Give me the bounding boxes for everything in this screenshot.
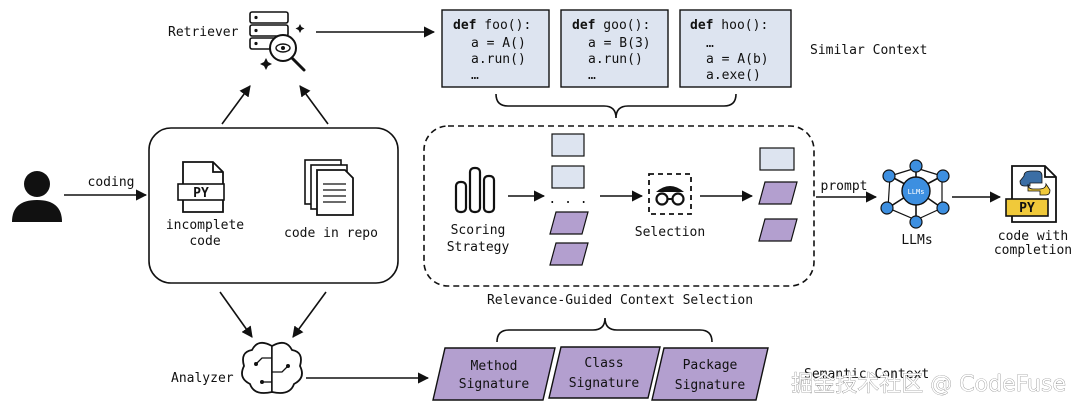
bar-chart-icon [454,166,496,214]
code-box-goo-line1: a = B(3) [588,36,651,51]
incomplete-label-line1: incomplete [166,218,244,233]
package-signature-box: Package Signature [651,347,769,401]
candidate-light-1 [551,133,585,157]
llms-label: LLMs [901,233,932,248]
python-logo-file-icon: PY [1005,165,1057,223]
input-to-retriever-arrow-left [221,85,251,125]
candidate-light-2 [551,165,585,189]
selected-purple-1 [758,181,798,205]
class-signature-box: Class Signature [548,346,661,399]
repo-label: code in repo [284,226,378,241]
code-box-hoo: def hoo(): … a = A(b) a.exe() [679,9,792,88]
svg-text:def foo():: def foo(): [453,18,531,33]
code-box-foo-head: foo(): [476,18,531,33]
input-to-analyzer-arrow-right [292,291,327,338]
scoring-label-line1: Scoring [451,223,506,238]
semantic-context-label: Semantic Context [804,367,929,382]
incognito-glasses-icon [648,173,692,215]
class-signature-line2: Signature [569,376,640,391]
code-box-goo: def goo(): a = B(3) a.run() … [560,9,669,88]
method-signature-line2: Signature [459,377,530,392]
user-icon [12,171,62,222]
prompt-label: prompt [821,179,868,194]
candidate-purple-1 [549,211,589,235]
relevance-selection-box [423,125,815,287]
brain-circuit-icon [241,341,303,394]
package-signature-line1: Package [683,358,738,373]
output-py-text: PY [1019,201,1035,216]
py-badge-text: PY [193,186,209,201]
analyzer-label: Analyzer [171,371,234,386]
code-box-goo-head: goo(): [595,18,650,33]
svg-text:def goo():: def goo(): [572,18,650,33]
input-to-retriever-arrow-right [299,85,329,125]
code-box-hoo-line2: a = A(b) [706,52,769,67]
code-box-hoo-line1: … [706,36,714,51]
network-hub-icon: LLMs [880,159,950,229]
code-box-goo-line2: a.run() [588,52,643,67]
code-box-hoo-head: hoo(): [713,18,768,33]
coding-label: coding [88,175,135,190]
selected-light-1 [759,147,795,171]
code-box-hoo-line3: a.exe() [706,68,761,83]
incomplete-label-line2: code [189,234,220,249]
output-label-line2: completion [994,243,1072,258]
selection-label: Selection [635,225,705,240]
method-signature-line1: Method [471,359,518,374]
code-box-foo-line2: a.run() [471,52,526,67]
code-box-foo-line1: a = A() [471,36,526,51]
code-box-goo-line3: … [588,68,596,83]
output-label-line1: code with [998,229,1068,244]
watermark-text: 掘金技术社区 @ CodeFuse [791,372,1066,397]
package-signature-line2: Signature [675,378,746,393]
semantic-context-brace [496,317,713,343]
similar-context-brace [495,93,737,119]
selected-purple-2 [758,218,798,242]
code-box-foo: def foo(): a = A() a.run() … [441,9,550,88]
candidate-purple-2 [549,242,589,266]
candidate-ellipsis: . . . [548,192,587,207]
retriever-label: Retriever [168,25,239,40]
similar-context-label: Similar Context [810,43,927,58]
code-box-foo-kw: def [453,18,476,33]
input-box [148,127,399,284]
server-search-icon [249,11,306,72]
code-box-goo-kw: def [572,18,595,33]
relevance-label: Relevance-Guided Context Selection [487,293,753,308]
document-stack-icon [304,159,354,216]
scoring-label-line2: Strategy [447,240,510,255]
llm-hub-text: LLMs [908,188,925,196]
input-to-analyzer-arrow-left [219,291,253,338]
code-box-foo-line3: … [471,68,479,83]
code-box-hoo-kw: def [690,18,713,33]
python-file-icon: PY [177,161,225,213]
method-signature-box: Method Signature [432,347,556,401]
class-signature-line1: Class [584,356,623,371]
svg-text:def hoo():: def hoo(): [690,18,768,33]
